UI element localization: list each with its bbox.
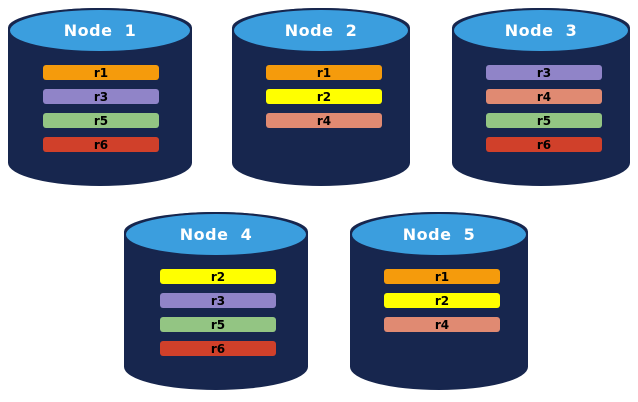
replica-bar-r3[interactable]: r3	[43, 89, 159, 104]
replica-bar-r1[interactable]: r1	[384, 269, 500, 284]
node-cylinder-5[interactable]: Node 5 r1 r2 r4	[350, 212, 528, 390]
replica-bar-r1[interactable]: r1	[266, 65, 382, 80]
node-title: Node 3	[504, 21, 578, 41]
replica-bar-r4[interactable]: r4	[384, 317, 500, 332]
replica-bar-r5[interactable]: r5	[43, 113, 159, 128]
node-cylinder-4[interactable]: Node 4 r2 r3 r5 r6	[124, 212, 308, 390]
node-title: Node 5	[402, 225, 476, 245]
replica-bar-r6[interactable]: r6	[486, 137, 602, 152]
node-title: Node 4	[179, 225, 253, 245]
replica-bar-r5[interactable]: r5	[160, 317, 276, 332]
replica-list: r2 r3 r5 r6	[124, 212, 308, 390]
replica-bar-r4[interactable]: r4	[486, 89, 602, 104]
replica-list: r1 r2 r4	[350, 212, 528, 390]
replica-bar-r5[interactable]: r5	[486, 113, 602, 128]
replica-bar-r2[interactable]: r2	[160, 269, 276, 284]
node-cylinder-1[interactable]: Node 1 r1 r3 r5 r6	[8, 8, 192, 186]
replica-bar-r6[interactable]: r6	[160, 341, 276, 356]
replica-bar-r1[interactable]: r1	[43, 65, 159, 80]
cylinder-top-icon	[350, 212, 528, 258]
cylinder-top-icon	[232, 8, 410, 54]
replica-bar-r3[interactable]: r3	[486, 65, 602, 80]
replica-bar-r2[interactable]: r2	[384, 293, 500, 308]
node-title: Node 2	[284, 21, 358, 41]
replica-bar-r6[interactable]: r6	[43, 137, 159, 152]
replica-bar-r3[interactable]: r3	[160, 293, 276, 308]
replica-list: r3 r4 r5 r6	[452, 8, 630, 186]
replica-list: r1 r3 r5 r6	[8, 8, 192, 186]
node-cylinder-3[interactable]: Node 3 r3 r4 r5 r6	[452, 8, 630, 186]
cylinder-top-icon	[8, 8, 192, 54]
node-title: Node 1	[63, 21, 137, 41]
cylinder-top-icon	[124, 212, 308, 258]
node-cylinder-2[interactable]: Node 2 r1 r2 r4	[232, 8, 410, 186]
replica-list: r1 r2 r4	[232, 8, 410, 186]
replica-bar-r4[interactable]: r4	[266, 113, 382, 128]
cylinder-top-icon	[452, 8, 630, 54]
replica-bar-r2[interactable]: r2	[266, 89, 382, 104]
